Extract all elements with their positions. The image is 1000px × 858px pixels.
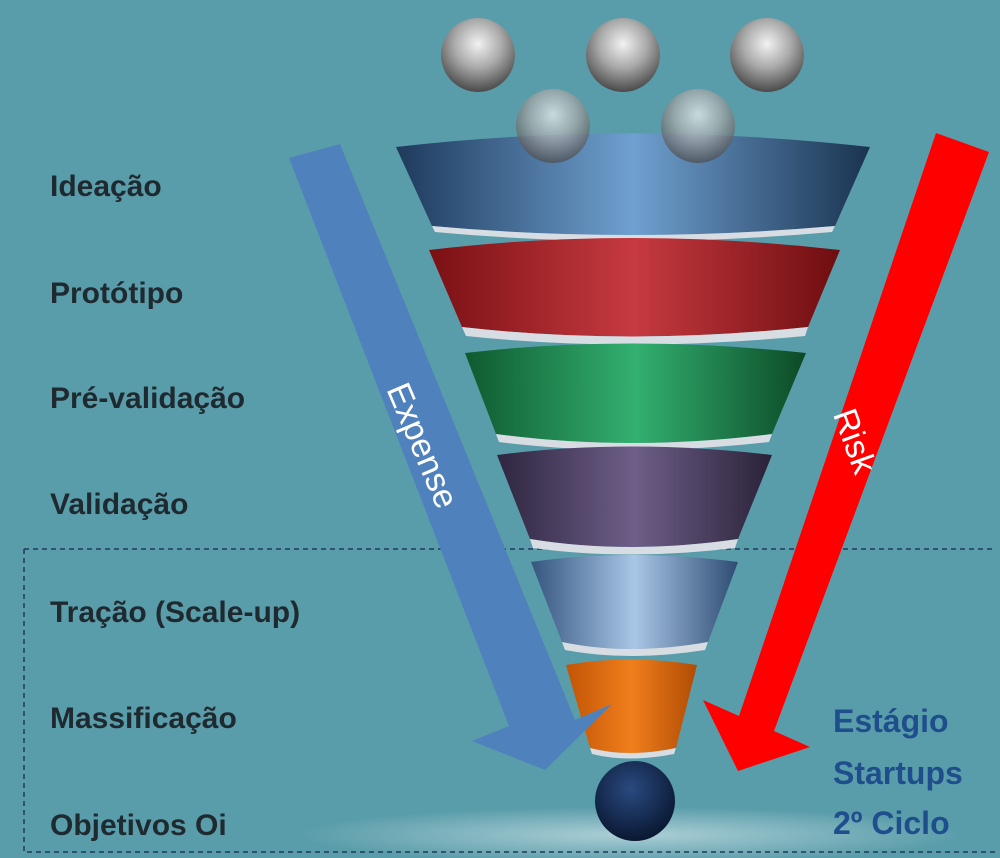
ball-icon xyxy=(586,18,660,92)
startups-region-box xyxy=(23,548,995,853)
stage-label-validacao: Validação xyxy=(50,488,189,521)
note-line-ciclo: 2º Ciclo xyxy=(833,805,950,841)
ball-icon xyxy=(441,18,515,92)
funnel-ring-tracao xyxy=(531,555,738,656)
note-line-startups: Startups xyxy=(833,755,963,791)
stage-label-pre-validacao: Pré-validação xyxy=(50,382,246,415)
ball-icon xyxy=(661,89,735,163)
ball-icon xyxy=(730,18,804,92)
stage-label-prototipo: Protótipo xyxy=(50,277,184,310)
stage-label-massificacao: Massificação xyxy=(50,702,237,735)
expense-arrow xyxy=(289,144,612,770)
note-line-estagio: Estágio xyxy=(833,703,949,739)
funnel-ring-pre-validacao xyxy=(465,343,806,450)
stage-label-ideacao: Ideação xyxy=(50,170,162,203)
funnel-ring-validacao xyxy=(497,446,772,555)
funnel-ring-massificacao xyxy=(566,659,697,759)
ball-icon xyxy=(516,89,590,163)
result-ball-icon xyxy=(595,761,675,841)
stage-label-objetivos: Objetivos Oi xyxy=(50,809,227,842)
risk-arrow xyxy=(703,133,989,771)
funnel-ring-ideacao xyxy=(396,133,870,241)
funnel-ring-prototipo xyxy=(429,238,840,345)
stage-label-tracao: Tração (Scale-up) xyxy=(50,596,301,629)
